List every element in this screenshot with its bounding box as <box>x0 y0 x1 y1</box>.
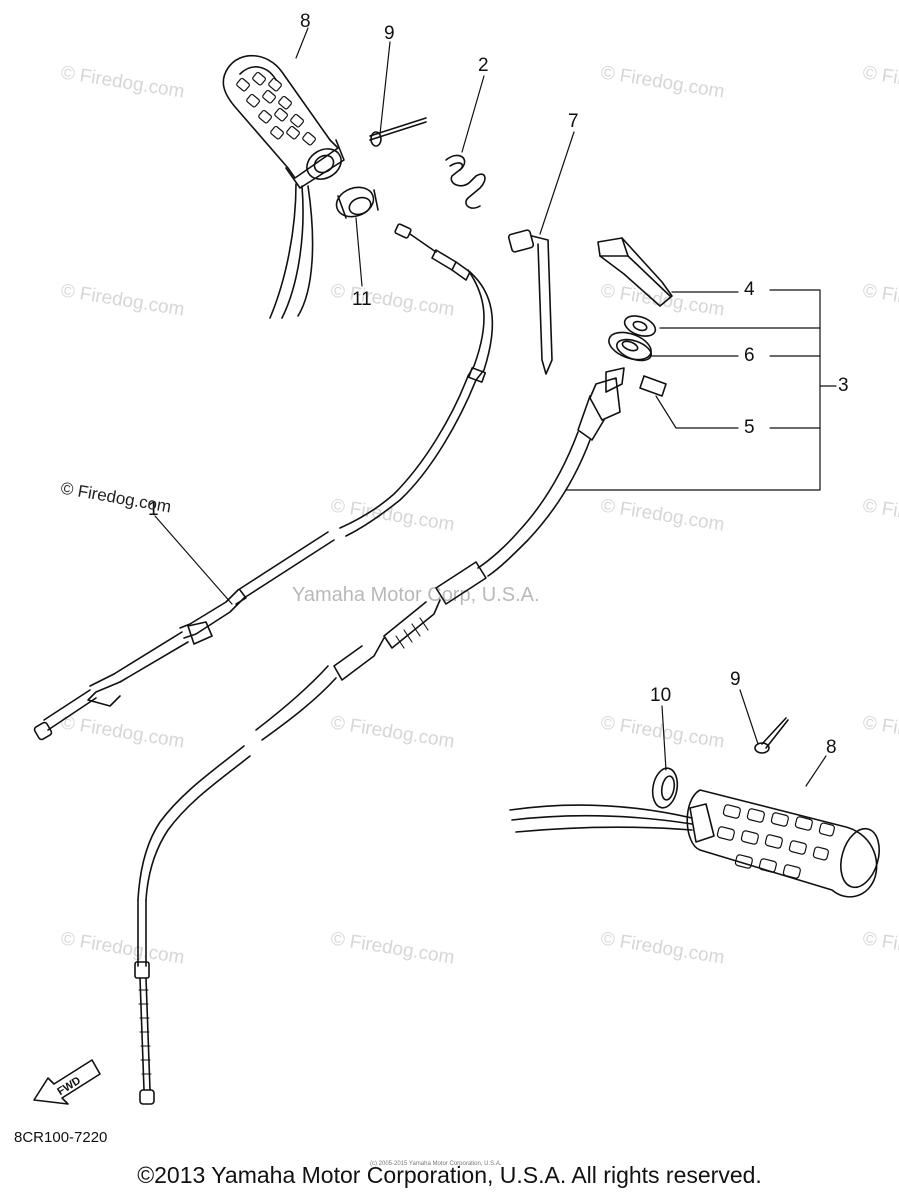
callout-9-bottom: 9 <box>730 669 741 690</box>
cable-tie-7 <box>507 229 553 375</box>
cable-3 <box>134 367 625 1105</box>
callout-8-top: 8 <box>300 11 311 32</box>
callout-7: 7 <box>568 111 579 132</box>
collar-10 <box>651 767 679 809</box>
center-watermark: Yamaha Motor Corp, U.S.A. <box>292 584 540 606</box>
slide-5 <box>639 375 667 397</box>
callout-3: 3 <box>838 375 849 396</box>
callout-leaders <box>154 27 837 787</box>
callout-5: 5 <box>744 417 755 438</box>
clip-2 <box>445 154 486 209</box>
left-grip-part <box>222 54 345 319</box>
part-code: 8CR100-7220 <box>14 1129 108 1146</box>
callout-1: 1 <box>148 499 159 520</box>
cover-4 <box>597 237 673 307</box>
callout-8-bottom: 8 <box>826 737 837 758</box>
cable-1 <box>33 223 494 741</box>
callout-2: 2 <box>478 55 489 76</box>
callout-9-top: 9 <box>384 23 395 44</box>
copyright: ©2013 Yamaha Motor Corporation, U.S.A. A… <box>137 1162 762 1188</box>
nut-4 <box>623 315 657 337</box>
callout-4: 4 <box>744 279 755 300</box>
washer-6 <box>608 331 652 362</box>
callout-10: 10 <box>650 685 672 706</box>
collar-11 <box>335 186 379 219</box>
screw-9-bottom <box>754 717 789 754</box>
callout-6: 6 <box>744 345 755 366</box>
right-grip-part <box>509 789 880 898</box>
fwd-arrow-icon <box>33 1059 101 1105</box>
fineprint: (c) 2005-2015 Yamaha Motor Corporation, … <box>370 1161 502 1167</box>
callout-11: 11 <box>352 289 372 310</box>
screw-9-top <box>369 117 427 147</box>
